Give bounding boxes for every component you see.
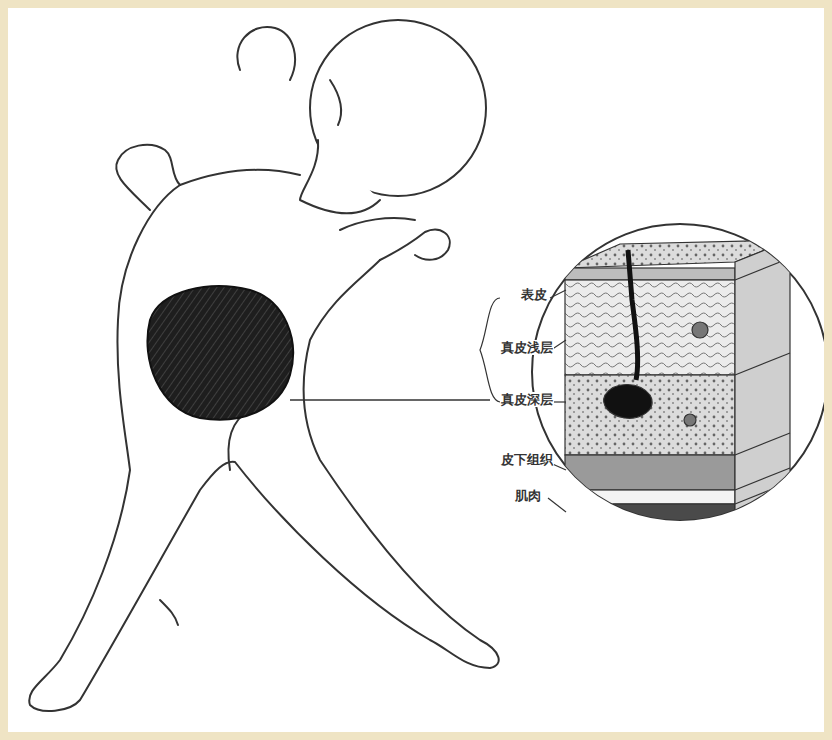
label-leaders (480, 290, 566, 512)
layer-label: 真皮深层 (500, 392, 554, 407)
illustration (8, 8, 824, 732)
skin-block (565, 240, 790, 524)
layer-label: 肌肉 (514, 488, 542, 503)
pigment-patch (147, 286, 293, 419)
layer-label: 皮下组织 (500, 452, 554, 467)
layer-label: 真皮浅层 (500, 340, 554, 355)
layer-label: 表皮 (520, 287, 548, 302)
leader-line (290, 399, 490, 401)
stage: 表皮真皮浅层真皮深层皮下组织肌肉 (8, 8, 824, 732)
baby-outline (29, 20, 499, 711)
